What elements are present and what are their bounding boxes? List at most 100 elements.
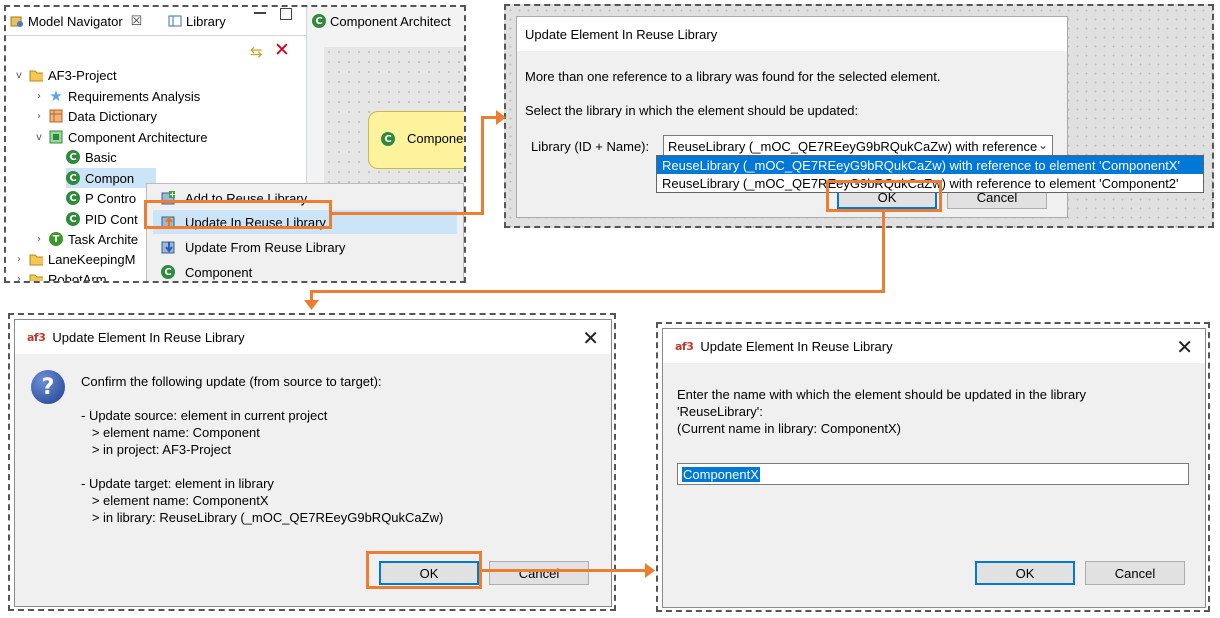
tree-item-label: Basic [85,149,117,165]
component-icon: C [66,212,80,226]
menu-item-label: Update From Reuse Library [185,239,346,255]
tree-item-data-dictionary[interactable]: › Data Dictionary [34,106,157,126]
confirm-update-dialog: af3 Update Element In Reuse Library ✕ ? … [14,319,612,607]
tree-item-label: Data Dictionary [68,108,157,124]
close-icon[interactable]: ✕ [1176,335,1193,359]
component-icon: C [66,150,80,164]
chevron-right-icon[interactable]: › [17,253,21,265]
question-icon: ? [31,370,65,404]
connector-line [481,116,484,215]
add-library-icon [161,191,175,205]
cancel-button[interactable]: Cancel [489,561,589,585]
tree-item-component-architecture[interactable]: v Component Architecture [34,127,207,147]
arrow-right-icon [645,563,655,578]
project-folder-icon [29,252,43,266]
library-select[interactable]: ReuseLibrary (_mOC_QE7REeyG9bRQukCaZw) w… [663,135,1053,157]
project-folder-icon [29,272,43,281]
library-option[interactable]: ReuseLibrary (_mOC_QE7REeyG9bRQukCaZw) w… [662,175,1179,191]
star-icon: ★ [49,87,63,105]
canvas-component-node[interactable]: C Compone [368,111,464,169]
dialog-title: Update Element In Reuse Library [525,26,718,42]
chevron-down-icon[interactable]: v [36,131,42,143]
tab-model-navigator[interactable]: Model Navigator ☒ [10,10,142,32]
chevron-down-icon[interactable]: v [16,69,22,81]
grid-icon [49,109,63,123]
tab-model-navigator-label: Model Navigator [28,13,123,29]
af3-logo-icon: af3 [27,330,46,344]
confirm-line: - Update target: element in library [81,476,274,491]
library-option[interactable]: ReuseLibrary (_mOC_QE7REeyG9bRQukCaZw) w… [657,156,1203,174]
name-entry-panel: af3 Update Element In Reuse Library ✕ En… [656,322,1210,612]
canvas-component-label: Compone [407,131,464,146]
component-icon: C [161,265,175,279]
connector-line [481,116,499,119]
architecture-icon [49,130,63,144]
element-name-value: ComponentX [682,466,760,482]
tree-item-label: Requirements Analysis [68,88,201,104]
tree-item-task-architecture[interactable]: › T Task Archite [34,229,138,249]
dialog-title: Update Element In Reuse Library [52,329,245,345]
component-icon: C [66,171,80,185]
task-icon: T [49,232,63,246]
dialog-titlebar: Update Element In Reuse Library [517,17,1067,51]
menu-item-component[interactable]: C Component [153,260,457,281]
tree-item-label: P Contro [85,190,137,206]
tab-library[interactable]: Library [168,10,226,32]
dialog-message-1: More than one reference to a library was… [525,69,941,84]
highlight-ok-button [826,180,942,212]
library-dropdown-list: ReuseLibrary (_mOC_QE7REeyG9bRQukCaZw) w… [656,155,1204,193]
close-icon[interactable]: ✕ [582,326,599,350]
minimize-icon[interactable] [254,12,266,14]
confirm-line: - Update source: element in current proj… [81,408,328,423]
confirm-update-panel: af3 Update Element In Reuse Library ✕ ? … [8,313,616,611]
model-navigator-panel: Model Navigator ☒ Library C Component Ar… [4,5,466,283]
menu-item-update-from-reuse-library[interactable]: Update From Reuse Library [153,235,457,259]
arrow-down-icon [304,300,319,310]
ok-button[interactable]: OK [975,561,1075,585]
tree-item-label: PID Cont [85,211,138,227]
chevron-right-icon[interactable]: › [37,110,41,122]
component-icon: C [381,132,395,146]
name-message-3: (Current name in library: ComponentX) [677,421,901,436]
tree-item-p-control[interactable]: C P Contro [66,188,136,208]
delete-icon[interactable]: ✕ [274,39,290,61]
tree-item-component[interactable]: C Compon [66,168,156,188]
ok-button[interactable]: OK [379,561,479,585]
tree-item-label: RobotArm [48,271,107,283]
tab-component-architecture[interactable]: C Component Architect [312,10,451,32]
tree-item-basic[interactable]: C Basic [66,147,117,167]
tab-component-architecture-label: Component Architect [330,13,451,29]
confirm-line: Confirm the following update (from sourc… [81,374,382,389]
chevron-down-icon[interactable]: ⌄ [1037,138,1048,152]
context-menu: Add to Reuse Library Update In Reuse Lib… [146,183,464,281]
menu-item-label: Component [185,264,253,280]
confirm-line: > in project: AF3-Project [81,442,231,457]
tree-item-lane-keeping[interactable]: › LaneKeepingM [14,249,135,269]
chevron-right-icon[interactable]: › [17,273,21,283]
tree-item-robot-arm[interactable]: › RobotArm [14,269,107,283]
cancel-button[interactable]: Cancel [1085,561,1185,585]
library-label: Library (ID + Name): [531,139,650,154]
tree-item-label: Task Archite [68,231,139,247]
tree-item-label: AF3-Project [48,67,117,83]
name-message-2: 'ReuseLibrary': [677,404,763,419]
confirm-line: > element name: ComponentX [81,493,269,508]
chevron-right-icon[interactable]: › [37,90,41,102]
component-icon: C [66,191,80,205]
dialog-titlebar: af3 Update Element In Reuse Library [15,320,611,354]
connector-line [310,290,885,293]
tree-item-requirements[interactable]: › ★ Requirements Analysis [34,86,200,106]
tree-item-pid-control[interactable]: C PID Cont [66,209,138,229]
chevron-right-icon[interactable]: › [37,233,41,245]
name-entry-dialog: af3 Update Element In Reuse Library ✕ En… [662,328,1206,608]
link-editor-icon[interactable]: ⇆ [250,43,263,61]
project-folder-icon [29,68,43,82]
name-message-1: Enter the name with which the element sh… [677,387,1087,402]
element-name-input[interactable]: ComponentX [677,463,1189,485]
maximize-icon[interactable] [280,8,292,20]
tab-close-icon[interactable]: ☒ [130,13,143,28]
library-icon [168,14,182,28]
menu-item-label: Update In Reuse Library [185,214,326,230]
connector-line [482,569,646,572]
tree-item-project[interactable]: v AF3-Project [14,65,117,85]
